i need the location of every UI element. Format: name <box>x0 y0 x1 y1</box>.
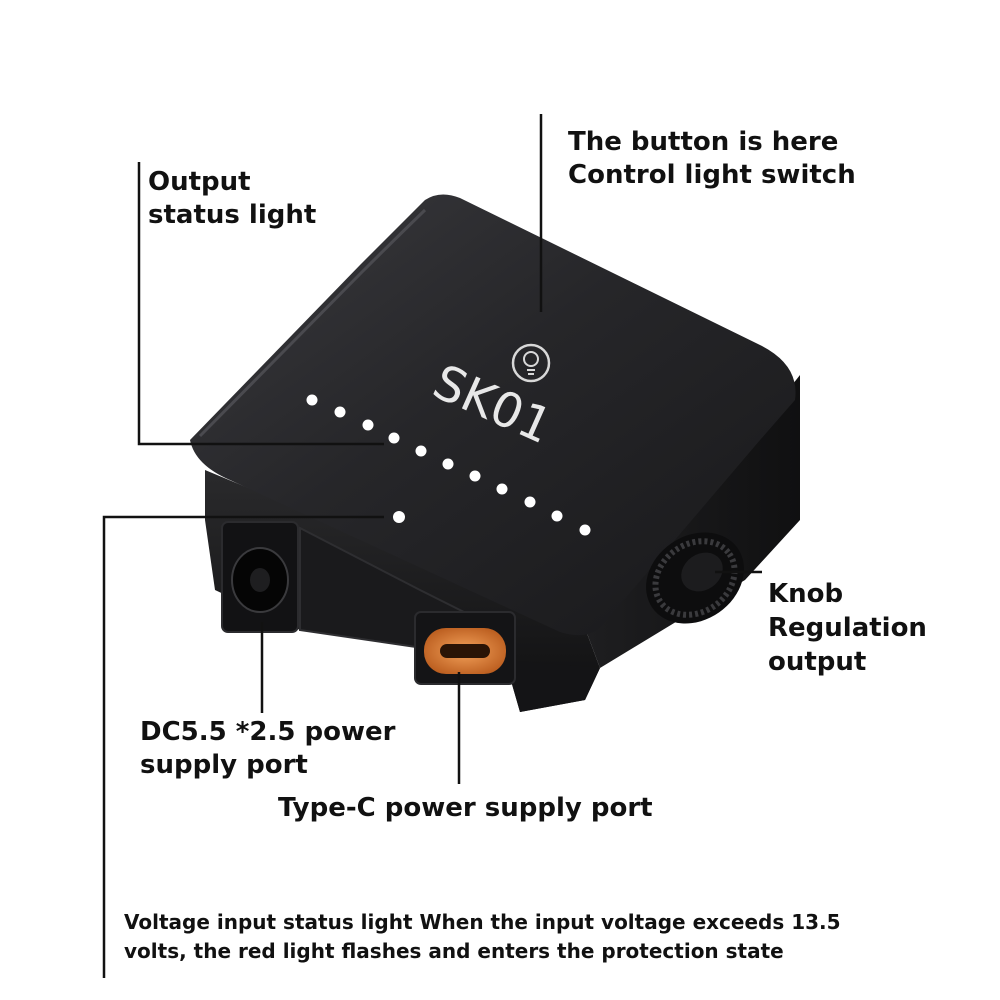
button-label: The button is here Control light switch <box>568 126 856 191</box>
voltage-input-light-label: Voltage input status light When the inpu… <box>124 908 841 966</box>
knob[interactable] <box>628 514 761 642</box>
dc-power-port[interactable] <box>221 521 299 633</box>
leader-output-light <box>137 162 384 446</box>
output-led <box>415 445 427 457</box>
typec-port-label: Type-C power supply port <box>278 792 653 825</box>
label-line: The button is here <box>568 127 839 157</box>
output-led <box>362 419 374 431</box>
label-line: status light <box>148 199 317 230</box>
label-line: volts, the red light flashes and enters … <box>124 939 784 963</box>
output-led <box>334 406 346 418</box>
voltage-input-led <box>393 511 405 523</box>
output-led <box>469 470 481 482</box>
bulb-button-icon <box>523 351 539 375</box>
output-led <box>579 524 591 536</box>
leader-voltage-light <box>102 515 384 978</box>
label-line: output <box>768 646 867 677</box>
output-led <box>388 432 400 444</box>
typec-power-port[interactable] <box>414 611 516 685</box>
output-led <box>306 394 318 406</box>
leader-lines <box>102 114 762 978</box>
output-led <box>551 510 563 522</box>
label-line: Output <box>148 167 251 197</box>
label-line: Knob <box>768 579 844 609</box>
output-status-leds <box>306 394 591 536</box>
label-line: DC5.5 *2.5 power <box>140 717 396 747</box>
output-status-light-label: Output status light <box>148 166 316 231</box>
dc-port-label: DC5.5 *2.5 power supply port <box>140 716 395 781</box>
output-led <box>442 458 454 470</box>
label-line: Type-C power supply port <box>278 793 653 823</box>
output-led <box>496 483 508 495</box>
knob-label: Knob Regulation output <box>768 578 927 679</box>
light-switch-button[interactable] <box>511 343 551 383</box>
output-led <box>524 496 536 508</box>
label-line: Regulation <box>768 612 927 643</box>
label-line: supply port <box>140 749 308 780</box>
label-line: Control light switch <box>568 159 856 190</box>
label-line: Voltage input status light When the inpu… <box>124 910 841 934</box>
